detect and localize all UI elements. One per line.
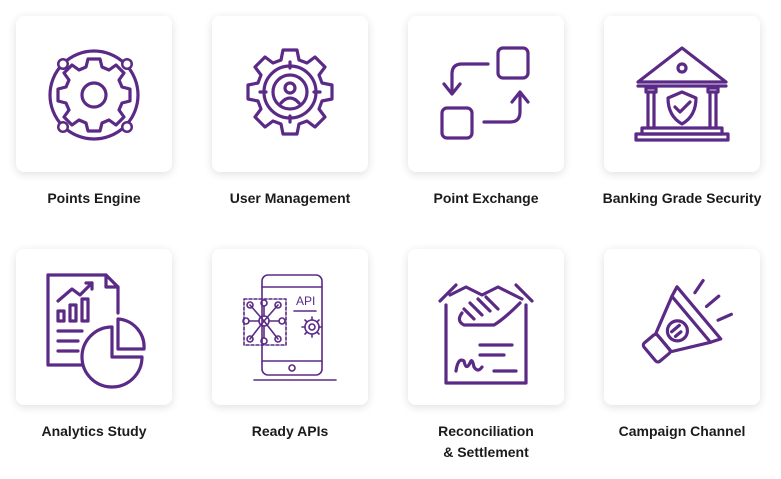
gear-network-icon	[48, 49, 140, 141]
campaign-card	[604, 249, 760, 405]
user-management-card	[212, 16, 368, 172]
user-gear-icon	[246, 48, 334, 136]
point-exchange-label: Point Exchange	[433, 190, 539, 206]
campaign-label: Campaign Channel	[618, 423, 746, 439]
reconciliation-label-line1: Reconciliation	[438, 423, 534, 439]
security-card	[604, 16, 760, 172]
apis-card: API	[212, 249, 368, 405]
svg-text:API: API	[296, 294, 315, 308]
handshake-contract-icon	[438, 283, 534, 385]
points-engine-card	[16, 16, 172, 172]
reconciliation-label: Reconciliation & Settlement	[396, 421, 576, 463]
analytics-report-icon	[46, 273, 146, 389]
points-engine-label: Points Engine	[47, 190, 141, 206]
analytics-label: Analytics Study	[41, 423, 147, 439]
bank-shield-icon	[634, 46, 730, 142]
exchange-arrows-icon	[440, 46, 530, 140]
point-exchange-card	[408, 16, 564, 172]
apis-label: Ready APIs	[251, 423, 329, 439]
security-label: Banking Grade Security	[602, 190, 762, 206]
reconciliation-card	[408, 249, 564, 405]
megaphone-icon	[641, 278, 733, 364]
reconciliation-label-line2: & Settlement	[443, 444, 529, 460]
user-management-label: User Management	[229, 190, 351, 206]
api-phone-icon: API	[242, 274, 337, 381]
analytics-card	[16, 249, 172, 405]
